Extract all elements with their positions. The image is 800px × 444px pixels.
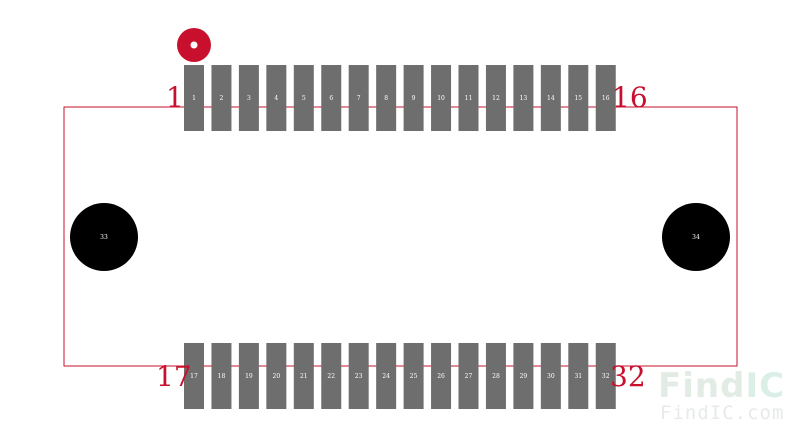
- pad-number: 7: [357, 95, 361, 102]
- pad-number: 13: [520, 95, 528, 102]
- pad-4: [266, 65, 287, 131]
- pad-25: [403, 343, 424, 409]
- pad-11: [458, 65, 479, 131]
- pad-number: 23: [355, 373, 363, 380]
- mount-holes: 33 34: [70, 203, 730, 271]
- bottom-pin-row: 17 18 19 20 21 22 23 24 25 26 27 28 29 30 31 32: [184, 343, 616, 409]
- pin1-marker: [177, 28, 211, 62]
- pad-number: 20: [273, 373, 281, 380]
- pad-13: [513, 65, 534, 131]
- pad-number: 15: [574, 95, 582, 102]
- pad-number: 30: [547, 373, 555, 380]
- pad-number: 24: [382, 373, 390, 380]
- pad-24: [376, 343, 397, 409]
- pad-number: 25: [410, 373, 418, 380]
- pad-27: [458, 343, 479, 409]
- pad-1: [184, 65, 204, 131]
- pad-number: 21: [300, 373, 308, 380]
- pad-12: [485, 65, 506, 131]
- pad-number: 8: [384, 95, 388, 102]
- pad-23: [348, 343, 369, 409]
- pad-5: [293, 65, 314, 131]
- label-pin-first-top: 1: [166, 81, 184, 114]
- pad-30: [540, 343, 561, 409]
- pad-21: [293, 343, 314, 409]
- pad-number: 3: [247, 95, 251, 102]
- pad-number: 19: [245, 373, 253, 380]
- pad-number: 18: [218, 373, 226, 380]
- pad-number: 12: [492, 95, 500, 102]
- pad-26: [431, 343, 452, 409]
- findic-url: FindIC.com: [660, 402, 785, 424]
- pad-14: [540, 65, 561, 131]
- pad-10: [431, 65, 452, 131]
- pad-number: 6: [329, 95, 333, 102]
- pad-number: 14: [547, 95, 555, 102]
- pad-number: 5: [302, 95, 306, 102]
- pad-number: 11: [465, 95, 473, 102]
- pad-number: 31: [574, 373, 582, 380]
- pad-2: [211, 65, 232, 131]
- pad-number: 17: [190, 373, 198, 380]
- pad-8: [376, 65, 397, 131]
- pad-number: 2: [220, 95, 224, 102]
- pad-16: [595, 65, 616, 131]
- pad-number: 4: [274, 95, 278, 102]
- pad-number: 29: [520, 373, 528, 380]
- pad-number: 16: [602, 95, 610, 102]
- mount-hole-34: [662, 203, 730, 271]
- pad-22: [321, 343, 342, 409]
- pad-number: 10: [437, 95, 445, 102]
- pad-number: 27: [465, 373, 473, 380]
- pad-number: 9: [412, 95, 416, 102]
- pad-18: [211, 343, 232, 409]
- pad-19: [238, 343, 259, 409]
- pad-20: [266, 343, 287, 409]
- body-outline: [63, 106, 738, 367]
- findic-logo: FindIC: [658, 366, 786, 406]
- pad-3: [238, 65, 259, 131]
- mount-hole-33: [70, 203, 138, 271]
- pad-17: [184, 343, 204, 409]
- pad-31: [568, 343, 589, 409]
- pad-number: 1: [192, 95, 196, 102]
- label-pin-last-bottom: 32: [610, 360, 646, 393]
- label-pin-last-top: 16: [612, 81, 648, 114]
- pad-29: [513, 343, 534, 409]
- hole-number: 33: [100, 234, 108, 241]
- pad-number: 28: [492, 373, 500, 380]
- pad-number: 26: [437, 373, 445, 380]
- pad-7: [348, 65, 369, 131]
- pad-28: [485, 343, 506, 409]
- label-pin-first-bottom: 17: [156, 360, 192, 393]
- pad-32: [595, 343, 616, 409]
- hole-number: 34: [692, 234, 700, 241]
- pad-number: 32: [602, 373, 610, 380]
- pad-9: [403, 65, 424, 131]
- pad-number: 22: [327, 373, 335, 380]
- pad-15: [568, 65, 589, 131]
- pad-6: [321, 65, 342, 131]
